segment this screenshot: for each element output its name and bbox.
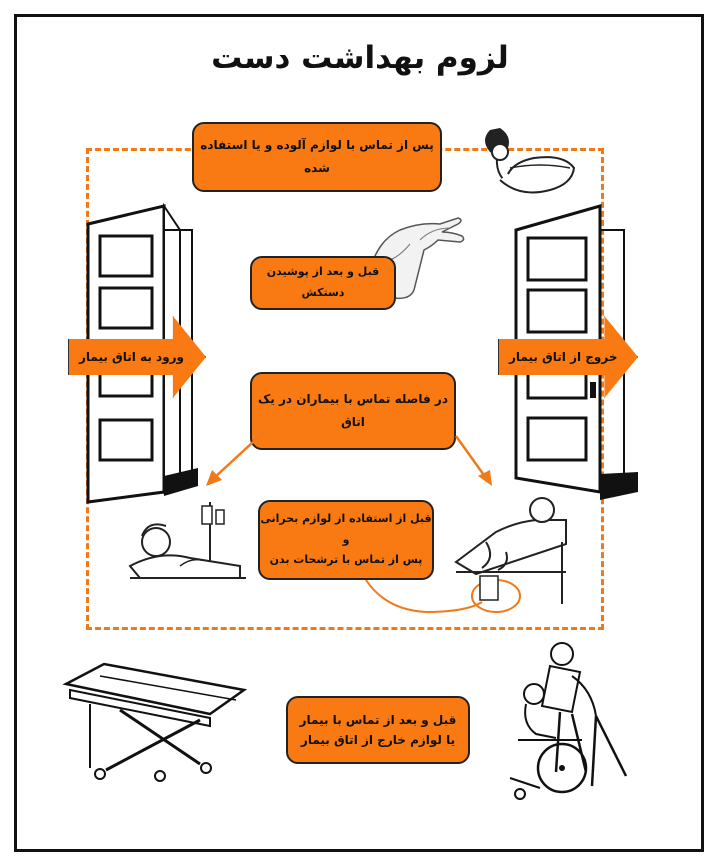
gloves-text: قبل و بعد از پوشیدن دستکش [266,265,380,299]
stretcher-icon [62,662,248,782]
critical-items-box: قبل از استفاده از لوازم بحرانی و پس از ت… [258,500,434,580]
page-frame [14,14,704,852]
contaminated-items-box: پس از تماس با لوازم آلوده و یا استفاده ش… [192,122,442,192]
exit-room-label: خروج از اتاق بیمار [509,350,618,364]
wheelchair-icon [509,642,628,800]
blood-pressure-cuff-icon [485,128,576,194]
gloves-box: قبل و بعد از پوشیدن دستکش [250,256,396,310]
patient-contact-box: قبل و بعد از تماس با بیمار یا لوازم خارج… [286,696,470,764]
between-patients-box: در فاصله تماس با بیماران در یک اتاق [250,372,456,450]
patient-bed-icon [128,502,246,579]
contaminated-items-text: پس از تماس با لوازم آلوده و یا استفاده ش… [200,138,434,175]
between-patients-text: در فاصله تماس با بیماران در یک اتاق [258,392,448,429]
patient-bed-icon [454,497,567,604]
page-title: لزوم بهداشت دست [211,40,509,76]
critical-items-line2: پس از تماس با ترشحات بدن [269,553,423,567]
critical-items-line1: قبل از استفاده از لوازم بحرانی و [260,511,432,546]
enter-room-label: ورود به اتاق بیمار [79,350,185,364]
patient-contact-line1: قبل و بعد از تماس با بیمار [299,712,457,727]
patient-contact-line2: یا لوازم خارج از اتاق بیمار [300,733,456,747]
